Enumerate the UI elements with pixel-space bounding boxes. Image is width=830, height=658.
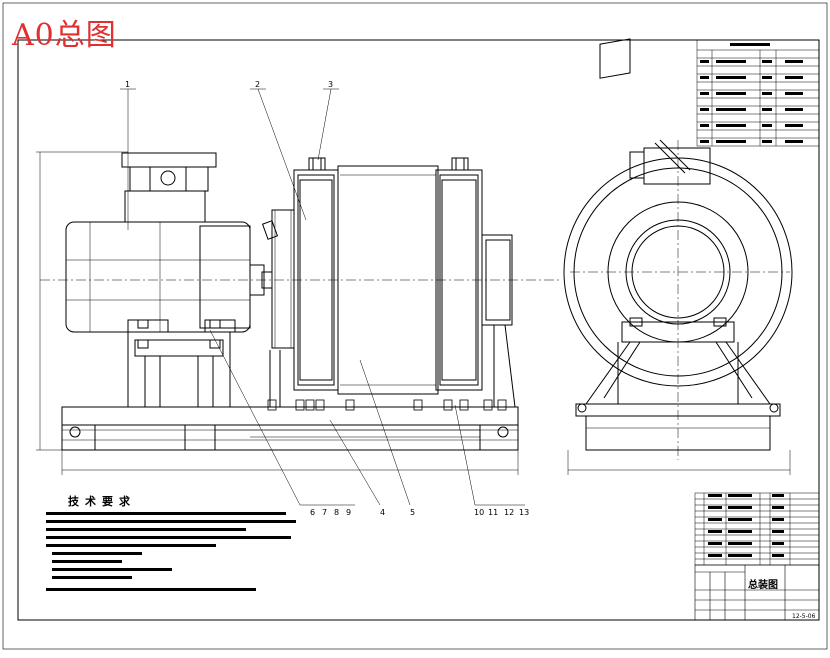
drawing-name: 总装图 [748,580,778,591]
callout-labels: 1 2 3 6 7 8 9 4 5 10 11 12 13 [125,80,529,517]
title-block [694,564,820,621]
callout-10: 10 [474,508,484,517]
callout-5: 5 [410,508,415,517]
callout-9: 9 [346,508,351,517]
motor-body [65,221,251,333]
callout-1: 1 [125,80,130,89]
technical-notes [46,512,296,591]
callout-13: 13 [519,508,529,517]
callout-6: 6 [310,508,315,517]
side-view [563,38,793,475]
callout-4: 4 [380,508,385,517]
sheet-size-mark: A0总图 [12,18,117,53]
callout-12: 12 [504,508,514,517]
callout-11: 11 [488,508,498,517]
callout-leaders [120,88,525,506]
callout-7: 7 [322,508,327,517]
callout-3: 3 [328,80,333,89]
front-view [36,151,560,475]
technical-notes-title: 技术要求 [68,495,136,508]
callout-2: 2 [255,80,260,89]
callout-8: 8 [334,508,339,517]
spec-table [696,39,820,147]
parts-list [694,492,820,566]
drawing-date: 12-5-06 [792,613,816,620]
